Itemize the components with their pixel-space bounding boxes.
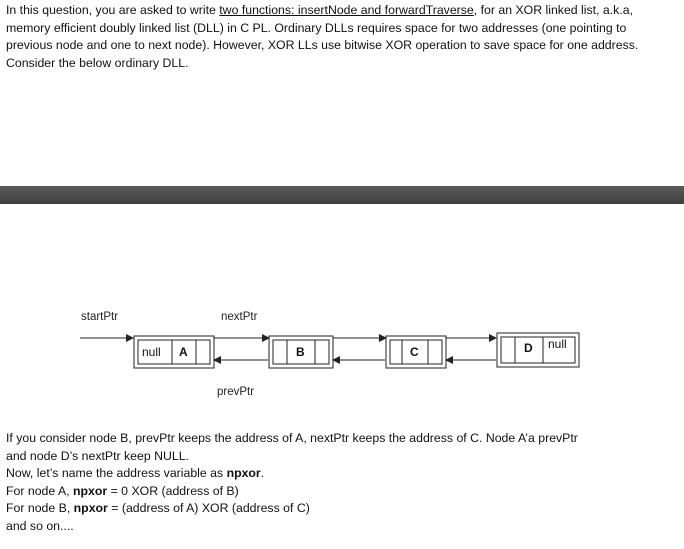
npxor-term: npxor: [226, 466, 261, 480]
node-b-name: B: [296, 345, 305, 359]
intro-text-start: In this question, you are asked to write: [6, 3, 220, 17]
node-a-prev-null: null: [142, 345, 161, 359]
node-a: null A: [133, 335, 215, 369]
functions-link-text: two functions: insertNode and forwardTra…: [219, 3, 474, 17]
start-ptr-label: startPtr: [81, 311, 118, 323]
explanation-line-6: and so on....: [6, 518, 74, 533]
explanation-line-3: Now, let’s name the address variable as …: [6, 465, 676, 483]
prev-ptr-label: prevPtr: [217, 386, 254, 398]
node-d-next-null: null: [548, 337, 567, 351]
node-c: C: [385, 335, 447, 369]
line5-prefix: For node B,: [6, 501, 74, 515]
explanation-block: If you consider node B, prevPtr keeps th…: [6, 430, 676, 535]
node-d: D null: [496, 332, 580, 368]
node-c-name: C: [410, 345, 419, 359]
explanation-line-5: For node B, npxor = (address of A) XOR (…: [6, 500, 676, 518]
line4-suffix: = 0 XOR (address of B): [107, 483, 239, 498]
explanation-line-4: For node A, npxor = 0 XOR (address of B): [6, 483, 676, 501]
line5-suffix: = (address of A) XOR (address of C): [107, 501, 310, 515]
node-d-name: D: [524, 341, 533, 355]
npxor-term: npxor: [73, 501, 108, 515]
line3-prefix: Now, let’s name the address variable as: [6, 466, 227, 480]
npxor-term: npxor: [73, 483, 108, 498]
explanation-line-1: If you consider node B, prevPtr keeps th…: [6, 431, 578, 445]
line3-suffix: .: [260, 466, 265, 480]
line4-prefix: For node A,: [6, 483, 73, 498]
node-b: B: [268, 335, 334, 369]
intro-paragraph: In this question, you are asked to write…: [6, 2, 676, 72]
intro-text-end: , for an XOR linked list, a.k.a, memory …: [6, 3, 639, 70]
next-ptr-label: nextPtr: [221, 311, 258, 323]
explanation-line-2: and node D’s nextPtr keep NULL.: [6, 448, 189, 463]
node-a-name: A: [179, 345, 188, 359]
dll-diagram: startPtr nextPtr prevPtr null A B C: [80, 311, 580, 398]
section-divider-bar: [0, 186, 684, 204]
